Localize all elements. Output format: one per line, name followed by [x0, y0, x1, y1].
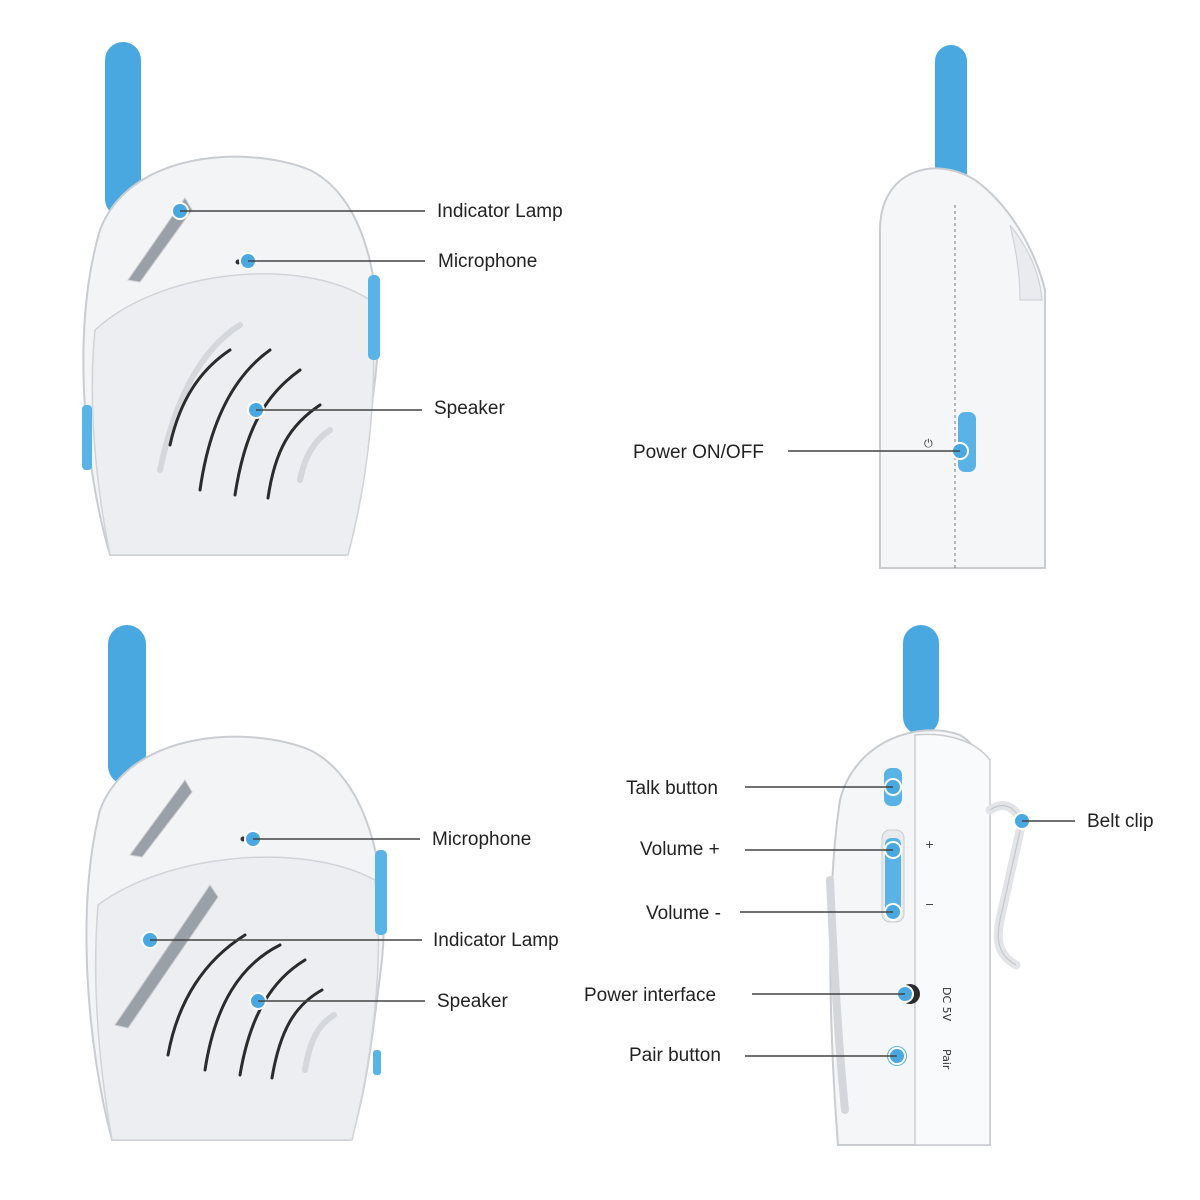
antenna — [903, 625, 939, 735]
antenna — [105, 42, 141, 217]
label-volume-minus: Volume - — [646, 903, 721, 924]
indicator-window — [114, 884, 219, 1029]
label-pair: Pair button — [629, 1045, 721, 1066]
power-switch — [958, 412, 976, 472]
side-key-right — [375, 850, 387, 935]
label-volume-plus: Volume + — [640, 839, 720, 860]
front-grille-panel — [91, 273, 375, 556]
label-power-interface: Power interface — [584, 985, 716, 1006]
device-side-body — [879, 167, 1046, 569]
side-key-right-lower — [373, 1050, 381, 1075]
minus-mark: − — [925, 898, 934, 911]
front-view-top: Indicator Lamp Microphone Speaker — [82, 42, 563, 556]
label-microphone: Microphone — [438, 251, 537, 272]
label-indicator-lamp: Indicator Lamp — [437, 201, 563, 222]
antenna — [108, 625, 146, 785]
side-face — [914, 733, 991, 1146]
top-window — [129, 779, 193, 858]
side-ridge — [1009, 224, 1043, 301]
speaker-grille — [166, 933, 337, 1080]
dc-mark: DC 5V — [940, 987, 953, 1022]
label-speaker: Speaker — [437, 991, 508, 1012]
front-view-bottom: Microphone Indicator Lamp Speaker — [85, 625, 559, 1141]
label-power: Power ON/OFF — [633, 442, 764, 463]
power-symbol-icon: ⏻ — [924, 437, 933, 450]
side-view-top: ⏻ Power ON/OFF — [633, 45, 1046, 569]
plus-mark: + — [925, 838, 934, 851]
label-microphone: Microphone — [432, 829, 531, 850]
label-belt-clip: Belt clip — [1087, 811, 1154, 832]
label-talk: Talk button — [626, 778, 718, 799]
label-indicator-lamp: Indicator Lamp — [433, 930, 559, 951]
belt-clip — [985, 801, 1027, 970]
pair-mark: Pair — [940, 1049, 953, 1070]
side-key-left — [82, 405, 92, 470]
side-view-bottom: + − Pair DC 5V Talk button Volume + Volu… — [584, 625, 1154, 1146]
label-speaker: Speaker — [434, 398, 505, 419]
side-key-right — [368, 275, 380, 360]
speaker-grille — [157, 322, 333, 500]
side-ridge — [826, 876, 849, 1114]
